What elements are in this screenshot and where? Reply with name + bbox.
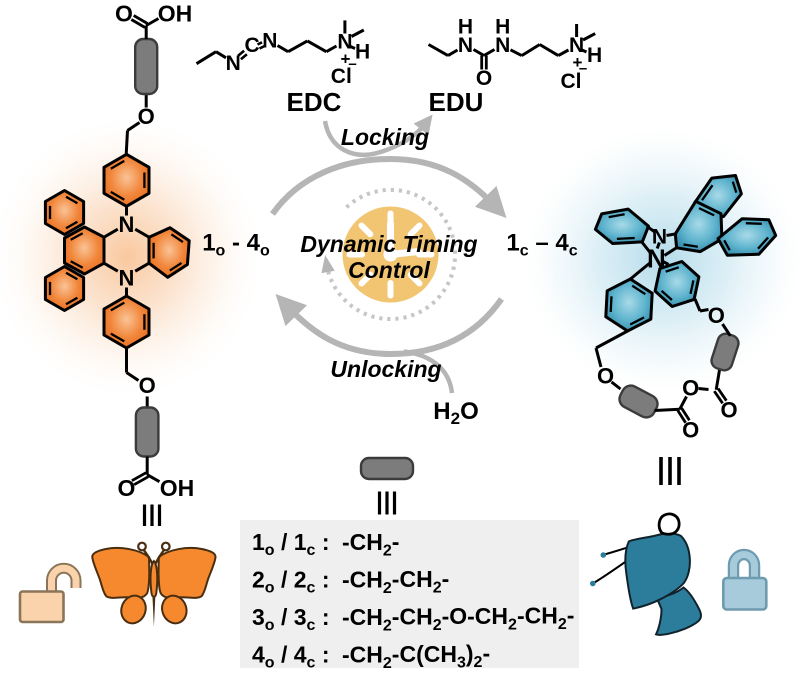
svg-text:N: N <box>119 266 135 291</box>
svg-text:H: H <box>458 16 473 39</box>
svg-text:O: O <box>139 373 156 398</box>
svg-text:OH: OH <box>158 1 193 27</box>
svg-text:OH: OH <box>160 475 195 501</box>
svg-text:O: O <box>476 67 492 90</box>
svg-text:EDU: EDU <box>429 87 484 117</box>
svg-text:N: N <box>119 212 135 237</box>
svg-text:Unlocking: Unlocking <box>330 356 441 382</box>
svg-text:+: + <box>341 49 351 68</box>
svg-text:N: N <box>458 34 473 57</box>
svg-text:1o / 1c :: 1o / 1c : <box>252 529 330 559</box>
svg-text:-CH2-CH2-: -CH2-CH2- <box>342 566 449 598</box>
svg-text:N: N <box>652 226 667 249</box>
svg-text:N: N <box>337 30 352 53</box>
svg-text:-CH2-: -CH2- <box>342 529 399 560</box>
svg-text:H: H <box>355 41 370 64</box>
svg-text:O: O <box>682 375 699 400</box>
svg-text:O: O <box>682 418 699 443</box>
svg-text:Control: Control <box>348 257 430 283</box>
svg-text:3o / 3c :: 3o / 3c : <box>252 604 330 634</box>
svg-text:Locking: Locking <box>341 124 429 150</box>
svg-text:EDC: EDC <box>287 87 342 117</box>
svg-text:H: H <box>495 16 510 39</box>
svg-text:O: O <box>720 397 737 422</box>
svg-text:Dynamic Timing: Dynamic Timing <box>300 231 477 257</box>
svg-text:Cl: Cl <box>331 65 352 88</box>
svg-text:O: O <box>115 1 133 27</box>
svg-text:H2O: H2O <box>433 398 478 428</box>
svg-text:Cl: Cl <box>561 70 582 93</box>
svg-text:N: N <box>495 34 510 57</box>
svg-text:4o / 4c :: 4o / 4c : <box>252 642 330 672</box>
svg-text:H: H <box>587 44 602 67</box>
svg-text:N: N <box>569 34 584 57</box>
svg-text:1c – 4c: 1c – 4c <box>506 230 577 260</box>
svg-text:O: O <box>597 364 614 389</box>
svg-text:2o / 2c :: 2o / 2c : <box>252 567 330 597</box>
svg-text:O: O <box>708 303 725 328</box>
svg-text:O: O <box>138 104 155 129</box>
svg-text:N: N <box>262 29 277 52</box>
svg-text:+: + <box>573 53 583 72</box>
svg-text:O: O <box>118 475 136 501</box>
svg-text:–: – <box>579 60 587 77</box>
svg-text:1o - 4o: 1o - 4o <box>202 230 270 260</box>
svg-text:-CH2-C(CH3)2-: -CH2-C(CH3)2- <box>342 640 490 672</box>
svg-text:–: – <box>348 56 356 73</box>
svg-text:N: N <box>647 244 666 274</box>
svg-text:C: C <box>245 34 260 57</box>
svg-text:N: N <box>226 52 241 75</box>
